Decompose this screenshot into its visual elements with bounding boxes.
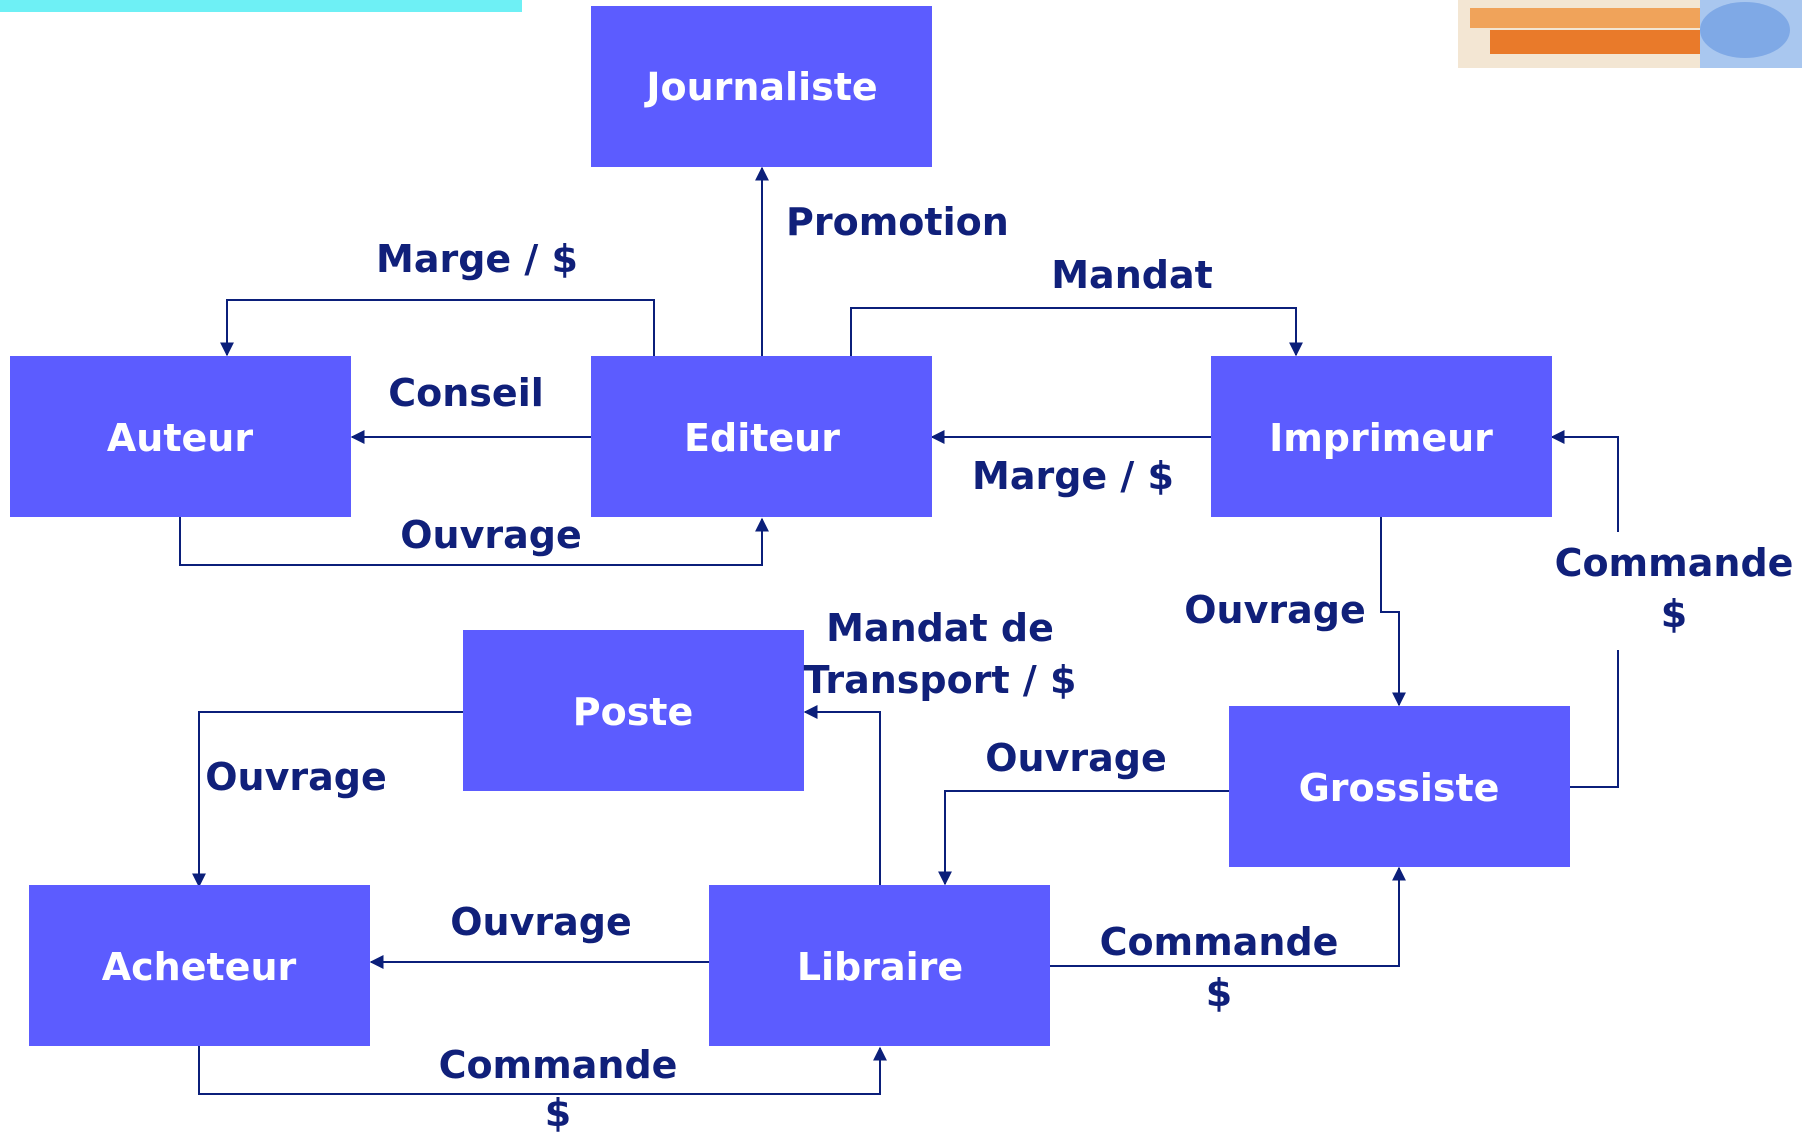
node-acheteur-label: Acheteur bbox=[102, 945, 297, 989]
node-imprimeur: Imprimeur bbox=[1211, 356, 1552, 517]
edge-editeur-auteur-marge bbox=[220, 299, 655, 357]
node-journaliste: Journaliste bbox=[591, 6, 932, 167]
label-commande-libraire-line1: Commande bbox=[1100, 920, 1339, 964]
node-libraire: Libraire bbox=[709, 885, 1050, 1046]
edge-poste-acheteur-ouvrage bbox=[192, 711, 463, 888]
label-commande-acheteur-line2: $ bbox=[545, 1091, 571, 1133]
node-poste: Poste bbox=[463, 630, 804, 791]
label-commande-libraire-line2: $ bbox=[1206, 971, 1232, 1015]
node-acheteur: Acheteur bbox=[29, 885, 370, 1046]
label-mandat-transport-line1: Mandat de bbox=[826, 606, 1054, 650]
node-grossiste: Grossiste bbox=[1229, 706, 1570, 867]
label-marge-auteur: Marge / $ bbox=[376, 237, 578, 281]
label-commande-grossiste-line2: $ bbox=[1661, 592, 1687, 636]
label-mandat-transport-line2: Transport / $ bbox=[804, 658, 1077, 702]
node-libraire-label: Libraire bbox=[797, 945, 963, 989]
label-ouvrage-libraire: Ouvrage bbox=[450, 900, 631, 944]
edge-editeur-imprimeur-mandat bbox=[850, 307, 1303, 357]
node-editeur-label: Editeur bbox=[684, 416, 840, 460]
edge-labels: Promotion Marge / $ Mandat Conseil Marge… bbox=[205, 200, 1793, 1133]
top-accent-bar bbox=[0, 0, 522, 12]
edge-grossiste-libraire-ouvrage bbox=[938, 790, 1229, 886]
corner-decoration-image bbox=[1458, 0, 1802, 68]
label-commande-grossiste-line1: Commande bbox=[1555, 541, 1794, 585]
edge-libraire-poste-mandat bbox=[803, 705, 881, 886]
label-commande-acheteur-line1: Commande bbox=[439, 1043, 678, 1087]
node-imprimeur-label: Imprimeur bbox=[1269, 416, 1493, 460]
node-editeur: Editeur bbox=[591, 356, 932, 517]
node-poste-label: Poste bbox=[573, 690, 694, 734]
label-marge-imprimeur: Marge / $ bbox=[972, 454, 1174, 498]
label-promotion: Promotion bbox=[786, 200, 1009, 244]
label-mandat: Mandat bbox=[1051, 253, 1213, 297]
label-ouvrage-grossiste: Ouvrage bbox=[985, 736, 1166, 780]
edge-auteur-editeur-ouvrage bbox=[179, 517, 769, 566]
edges bbox=[179, 166, 1619, 1095]
label-ouvrage-imprimeur: Ouvrage bbox=[1184, 588, 1365, 632]
node-auteur-label: Auteur bbox=[107, 416, 253, 460]
node-auteur: Auteur bbox=[10, 356, 351, 517]
label-conseil: Conseil bbox=[388, 371, 544, 415]
label-ouvrage-auteur: Ouvrage bbox=[400, 513, 581, 557]
node-grossiste-label: Grossiste bbox=[1299, 766, 1500, 810]
edge-acheteur-libraire-commande bbox=[198, 1046, 887, 1095]
node-journaliste-label: Journaliste bbox=[643, 65, 877, 109]
label-ouvrage-poste: Ouvrage bbox=[205, 755, 386, 799]
edge-grossiste-imprimeur-commande-upper bbox=[1550, 430, 1619, 532]
edge-libraire-grossiste-commande bbox=[1050, 866, 1406, 967]
edge-grossiste-imprimeur-commande bbox=[1570, 650, 1619, 788]
edge-imprimeur-grossiste-ouvrage bbox=[1380, 517, 1406, 707]
